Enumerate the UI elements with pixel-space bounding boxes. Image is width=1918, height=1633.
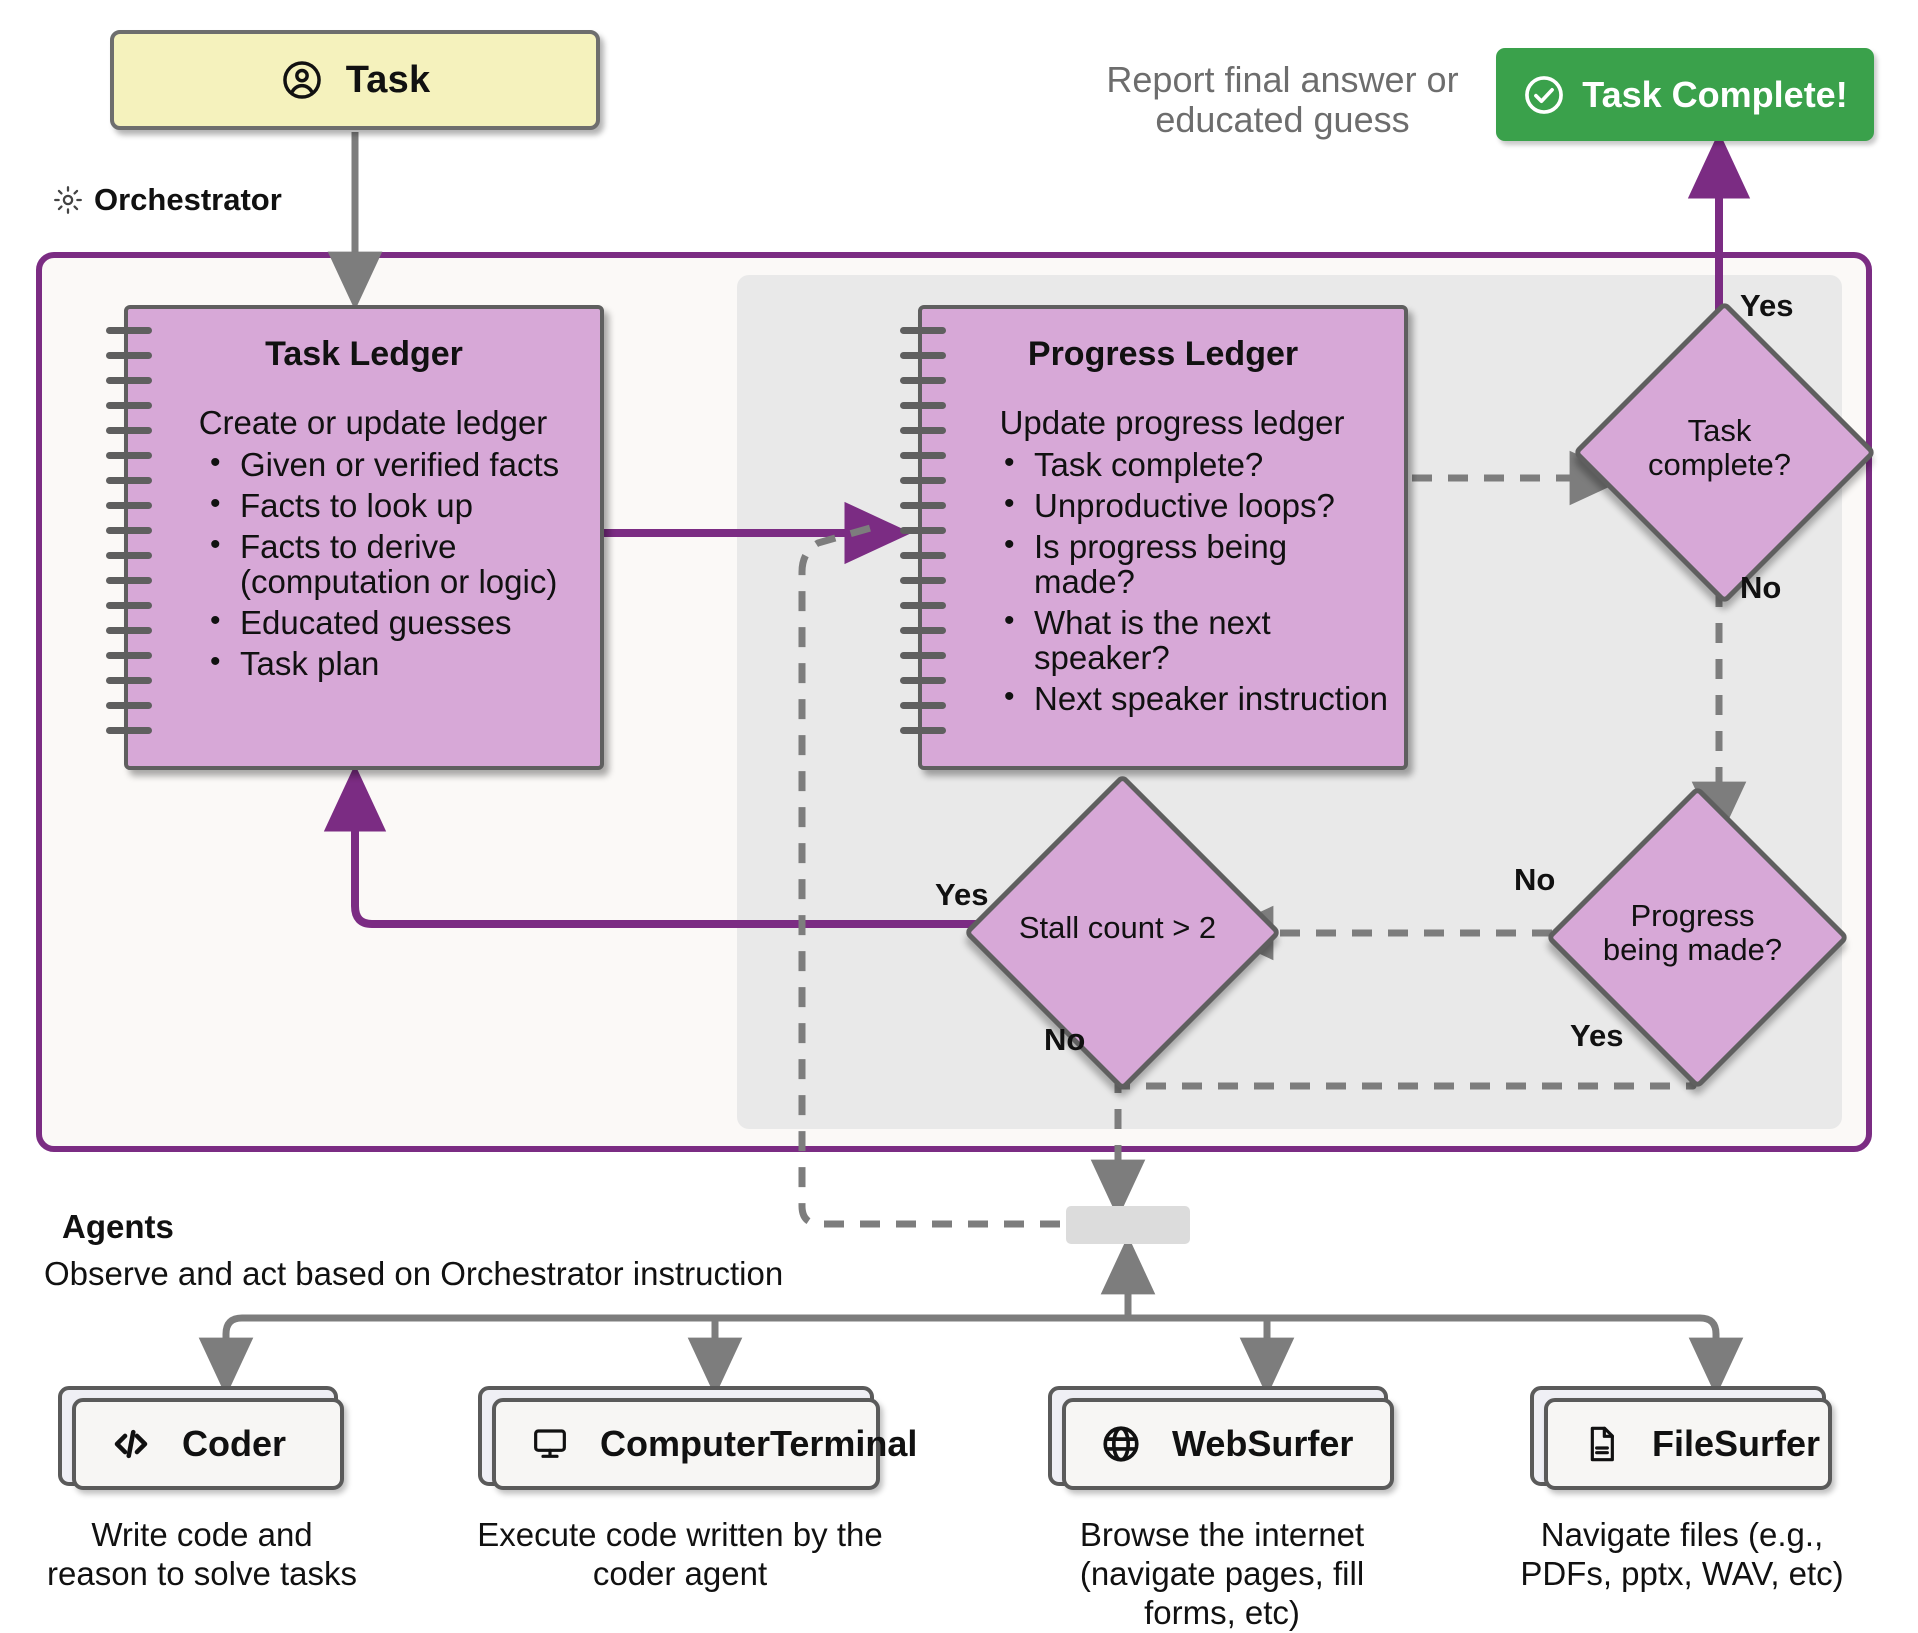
document-file-icon: [1582, 1424, 1622, 1464]
progress-ledger-subtitle: Update progress ledger: [999, 404, 1345, 441]
agent-description: Browse the internet (navigate pages, fil…: [1079, 1516, 1365, 1631]
agent-description: Navigate files (e.g., PDFs, pptx, WAV, e…: [1520, 1516, 1844, 1592]
task-node-label: Task: [345, 58, 431, 101]
check-circle-icon: [1522, 73, 1566, 117]
agent-name: FileSurfer: [1652, 1423, 1821, 1464]
progress-ledger-title: Progress Ledger: [1027, 335, 1299, 373]
orchestrator-label: Orchestrator: [94, 182, 282, 217]
agent-description: Execute code written by the coder agent: [477, 1516, 883, 1592]
card-front[interactable]: FileSurfer: [1544, 1398, 1832, 1490]
list-item: Facts to derive (computation or logic): [206, 529, 586, 600]
edge-label-progress-yes: Yes: [1570, 1018, 1624, 1053]
desktop-monitor-icon: [530, 1424, 570, 1464]
orchestrator-caption: Orchestrator: [52, 182, 282, 218]
task-ledger-node[interactable]: Task Ledger Create or update ledger Give…: [106, 305, 604, 770]
agents-section-title: Agents: [62, 1208, 174, 1245]
list-item: Is progress being made?: [1000, 529, 1390, 600]
decision-task-complete-label: Task complete?: [1647, 413, 1792, 482]
list-item: Educated guesses: [206, 605, 586, 641]
edge-label-progress-no: No: [1514, 862, 1556, 897]
edge-label-task-complete-yes: Yes: [1740, 288, 1794, 323]
report-final-answer-note: Report final answer or educated guess: [1106, 59, 1459, 141]
agent-description: Write code and reason to solve tasks: [47, 1516, 357, 1592]
edge-label-stall-yes: Yes: [935, 877, 989, 912]
progress-ledger-spiral-binding: [900, 327, 946, 744]
list-item: Given or verified facts: [206, 447, 586, 483]
decision-stall-count[interactable]: Stall count > 2: [963, 773, 1282, 1092]
card-front[interactable]: WebSurfer: [1062, 1398, 1394, 1490]
list-item: Task plan: [206, 646, 586, 682]
task-node[interactable]: Task: [110, 30, 600, 130]
task-ledger-title: Task Ledger: [265, 335, 463, 373]
list-item: Next speaker instruction: [1000, 681, 1390, 717]
list-item: Unproductive loops?: [1000, 488, 1390, 524]
decision-task-complete[interactable]: Task complete?: [1572, 300, 1877, 605]
globe-icon: [1100, 1423, 1142, 1465]
task-ledger-subtitle: Create or update ledger: [198, 404, 548, 441]
list-item: Task complete?: [1000, 447, 1390, 483]
gear-icon: [52, 184, 84, 216]
progress-ledger-node[interactable]: Progress Ledger Update progress ledger T…: [900, 305, 1408, 770]
decision-stall-label: Stall count > 2: [1018, 909, 1217, 945]
progress-ledger-list: Task complete? Unproductive loops? Is pr…: [954, 447, 1390, 717]
decision-progress-label: Progress being made?: [1602, 898, 1783, 967]
edge-label-task-complete-no: No: [1740, 570, 1782, 605]
decision-progress-being-made[interactable]: Progress being made?: [1545, 785, 1850, 1090]
agent-name: Coder: [182, 1423, 287, 1464]
agent-name: WebSurfer: [1172, 1423, 1354, 1464]
task-complete-badge[interactable]: Task Complete!: [1496, 48, 1874, 141]
card-front[interactable]: Coder: [72, 1398, 344, 1490]
code-brackets-icon: [110, 1423, 152, 1465]
list-item: Facts to look up: [206, 488, 586, 524]
task-complete-label: Task Complete!: [1582, 73, 1848, 115]
user-circle-icon: [280, 58, 324, 102]
agents-section-subtitle: Observe and act based on Orchestrator in…: [44, 1255, 784, 1292]
edge-label-stall-no: No: [1044, 1022, 1086, 1057]
list-item: What is the next speaker?: [1000, 605, 1390, 676]
task-ledger-list: Given or verified facts Facts to look up…: [160, 447, 586, 682]
task-ledger-spiral-binding: [106, 327, 152, 744]
agent-dispatch-junction: [1066, 1206, 1190, 1244]
agent-name: ComputerTerminal: [600, 1423, 918, 1464]
card-front[interactable]: ComputerTerminal: [492, 1398, 917, 1490]
